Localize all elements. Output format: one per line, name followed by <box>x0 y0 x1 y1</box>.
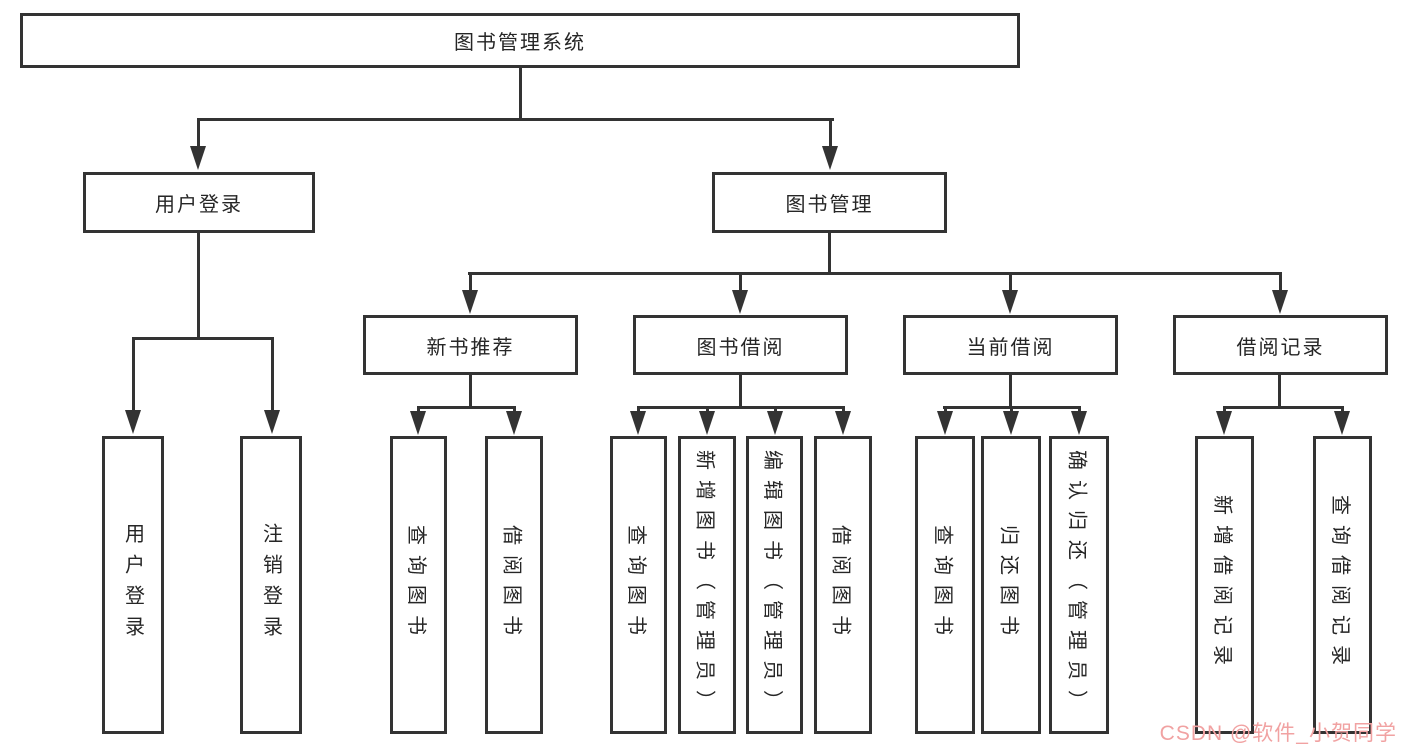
arrowhead <box>767 411 783 435</box>
node-user-login-action: 用户登录 <box>102 436 164 734</box>
node-borrow-edit-book-admin: 编辑图书（管理员） <box>746 436 803 734</box>
node-borrow-add-book-admin: 新增图书（管理员） <box>678 436 736 734</box>
connector-line <box>132 340 135 412</box>
node-new-book-recommend: 新书推荐 <box>363 315 578 375</box>
connector-line <box>943 406 1081 409</box>
node-book-borrow: 图书借阅 <box>633 315 848 375</box>
connector-line <box>1279 275 1282 292</box>
arrowhead <box>462 290 478 314</box>
node-borrow-record: 借阅记录 <box>1173 315 1388 375</box>
connector-line <box>519 68 522 121</box>
node-record-add: 新增借阅记录 <box>1195 436 1254 734</box>
node-recommend-borrow-book: 借阅图书 <box>485 436 543 734</box>
connector-line <box>828 233 831 275</box>
connector-line <box>637 406 845 409</box>
node-record-query: 查询借阅记录 <box>1313 436 1372 734</box>
connector-line <box>417 406 516 409</box>
node-current-return-book: 归还图书 <box>981 436 1041 734</box>
arrowhead <box>190 146 206 170</box>
arrowhead <box>506 411 522 435</box>
connector-line <box>1009 375 1012 409</box>
node-borrow-query-book: 查询图书 <box>610 436 667 734</box>
csdn-watermark: CSDN @软件_小贺同学 <box>1159 722 1397 745</box>
arrowhead <box>264 410 280 434</box>
connector-line <box>197 121 200 148</box>
arrowhead <box>822 146 838 170</box>
node-root: 图书管理系统 <box>20 13 1020 68</box>
connector-line <box>197 233 200 340</box>
arrowhead <box>1002 290 1018 314</box>
connector-line <box>739 375 742 409</box>
node-recommend-query-book: 查询图书 <box>390 436 447 734</box>
arrowhead <box>1003 411 1019 435</box>
arrowhead <box>630 411 646 435</box>
node-borrow-borrow-book: 借阅图书 <box>814 436 872 734</box>
connector-line <box>468 272 1282 275</box>
connector-line <box>739 275 742 292</box>
arrowhead <box>937 411 953 435</box>
connector-line <box>132 337 274 340</box>
arrowhead <box>1272 290 1288 314</box>
connector-line <box>1009 275 1012 292</box>
connector-line <box>1278 375 1281 409</box>
connector-line <box>829 121 832 148</box>
connector-line <box>469 275 472 292</box>
connector-line <box>469 375 472 409</box>
node-user-login: 用户登录 <box>83 172 315 233</box>
node-book-management: 图书管理 <box>712 172 947 233</box>
arrowhead <box>1216 411 1232 435</box>
arrowhead <box>410 411 426 435</box>
node-current-query-book: 查询图书 <box>915 436 975 734</box>
arrowhead <box>699 411 715 435</box>
connector-line <box>1223 406 1344 409</box>
node-current-borrow: 当前借阅 <box>903 315 1118 375</box>
arrowhead <box>125 410 141 434</box>
node-logout-action: 注销登录 <box>240 436 302 734</box>
arrowhead <box>1334 411 1350 435</box>
arrowhead <box>732 290 748 314</box>
node-current-confirm-return-admin: 确认归还（管理员） <box>1049 436 1109 734</box>
connector-line <box>271 340 274 412</box>
arrowhead <box>835 411 851 435</box>
arrowhead <box>1071 411 1087 435</box>
connector-line <box>197 118 834 121</box>
